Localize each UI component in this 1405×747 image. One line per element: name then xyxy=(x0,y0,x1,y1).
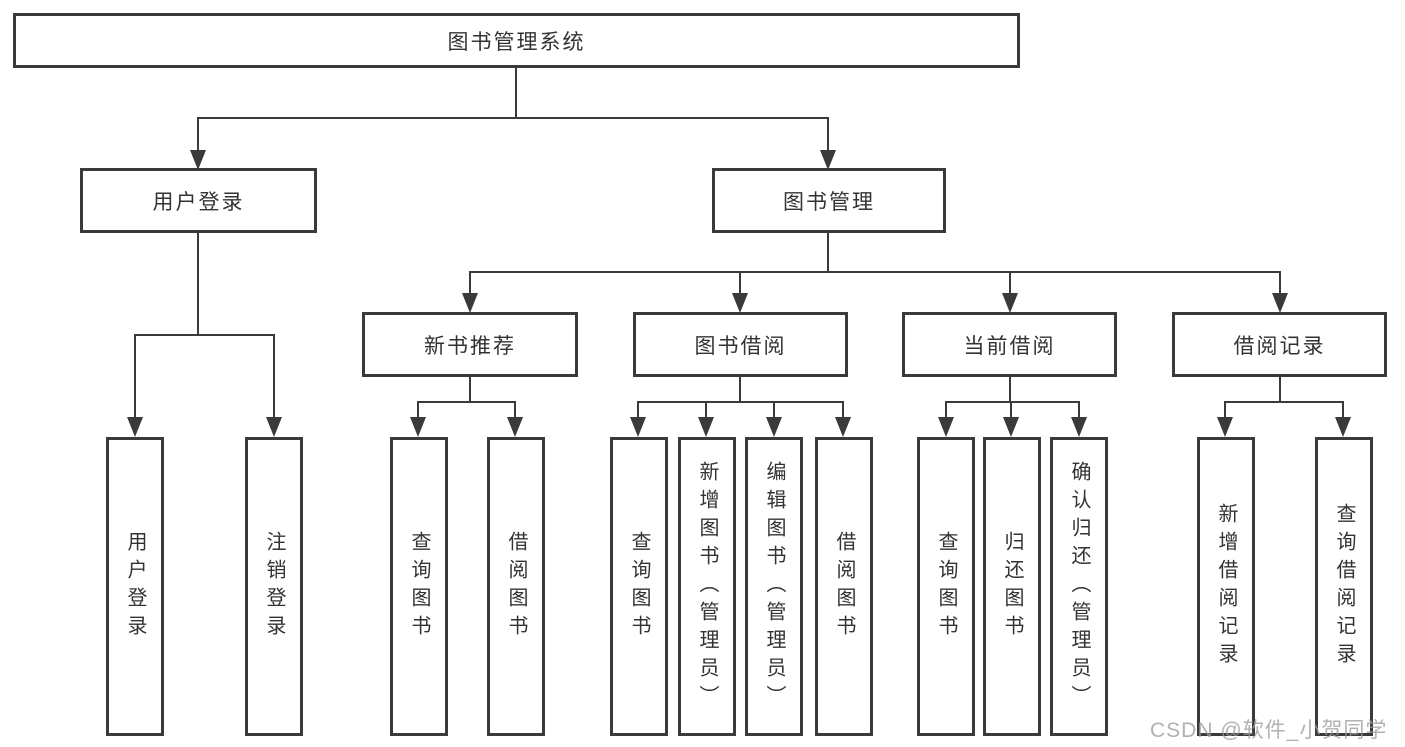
leaf-confirm-return-admin: 确认归还（管理员） xyxy=(1050,437,1108,736)
node-label: 注销登录 xyxy=(263,530,285,643)
node-book-management: 图书管理 xyxy=(712,168,946,233)
leaf-borrow-books-recommend: 借阅图书 xyxy=(487,437,545,736)
node-label: 借阅图书 xyxy=(833,530,855,643)
csdn-watermark: CSDN @软件_小贺同学 xyxy=(1150,719,1388,742)
node-borrowing-records: 借阅记录 xyxy=(1172,312,1387,377)
node-label: 当前借阅 xyxy=(963,334,1056,358)
node-new-book-recommendation: 新书推荐 xyxy=(362,312,578,377)
node-library-management-system: 图书管理系统 xyxy=(13,13,1020,68)
leaf-edit-books-admin: 编辑图书（管理员） xyxy=(745,437,803,736)
node-label: 图书借阅 xyxy=(694,334,787,358)
node-label: 查询图书 xyxy=(628,530,650,643)
node-label: 借阅图书 xyxy=(505,530,527,643)
node-label: 编辑图书（管理员） xyxy=(763,460,785,713)
node-label: 用户登录 xyxy=(124,530,146,643)
node-label: 用户登录 xyxy=(152,190,245,214)
arrowheads xyxy=(127,150,1351,437)
node-book-borrowing: 图书借阅 xyxy=(633,312,848,377)
leaf-add-borrow-record: 新增借阅记录 xyxy=(1197,437,1255,736)
leaf-query-books-recommend: 查询图书 xyxy=(390,437,448,736)
node-label: 图书管理系统 xyxy=(447,30,586,54)
leaf-add-books-admin: 新增图书（管理员） xyxy=(678,437,736,736)
leaf-query-books-borrowing: 查询图书 xyxy=(610,437,668,736)
node-label: 确认归还（管理员） xyxy=(1068,460,1090,713)
node-label: 查询图书 xyxy=(408,530,430,643)
node-label: 新书推荐 xyxy=(424,334,516,358)
leaf-query-borrow-record: 查询借阅记录 xyxy=(1315,437,1373,736)
leaf-return-books: 归还图书 xyxy=(983,437,1041,736)
node-label: 查询图书 xyxy=(935,530,957,643)
leaf-query-books-current: 查询图书 xyxy=(917,437,975,736)
node-label: 图书管理 xyxy=(783,190,875,214)
leaf-logout: 注销登录 xyxy=(245,437,303,736)
node-label: 归还图书 xyxy=(1001,530,1023,643)
node-label: 借阅记录 xyxy=(1233,334,1326,358)
node-current-borrowing: 当前借阅 xyxy=(902,312,1117,377)
node-user-login: 用户登录 xyxy=(80,168,317,233)
node-label: 新增图书（管理员） xyxy=(696,460,718,713)
leaf-borrow-books-borrowing: 借阅图书 xyxy=(815,437,873,736)
leaf-user-login: 用户登录 xyxy=(106,437,164,736)
node-label: 新增借阅记录 xyxy=(1215,502,1237,671)
node-label: 查询借阅记录 xyxy=(1333,502,1355,671)
